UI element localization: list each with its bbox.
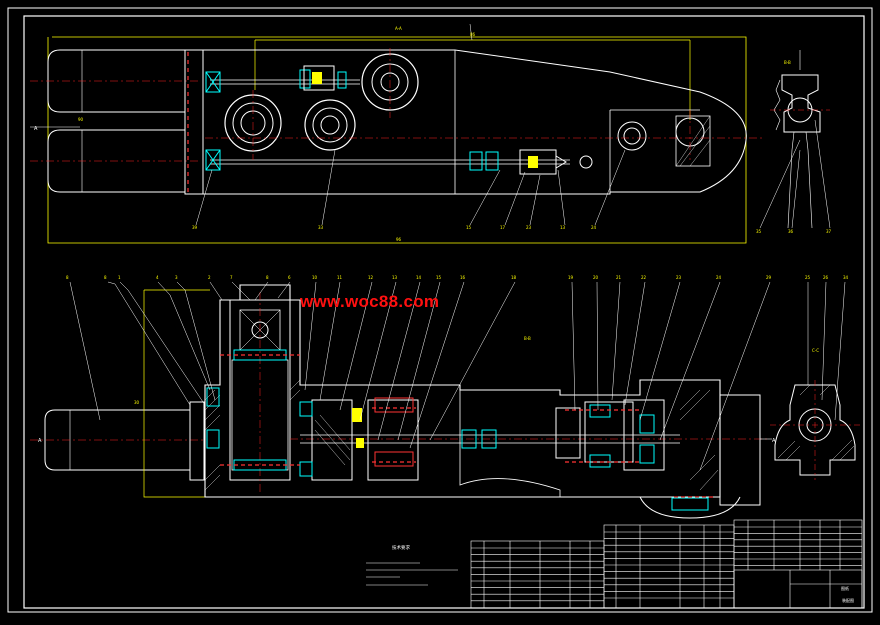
svg-text:25: 25 [805, 275, 811, 280]
top-view: A [30, 23, 765, 244]
svg-text:39: 39 [192, 225, 198, 230]
svg-text:36: 36 [788, 229, 794, 234]
svg-text:33: 33 [318, 225, 324, 230]
svg-text:24: 24 [716, 275, 722, 280]
svg-text:8: 8 [66, 275, 69, 280]
svg-text:18: 18 [511, 275, 517, 280]
outer-border [7, 7, 873, 613]
svg-text:15: 15 [436, 275, 442, 280]
svg-text:B-B: B-B [524, 336, 531, 341]
svg-text:21: 21 [616, 275, 622, 280]
svg-text:装配图: 装配图 [842, 597, 854, 603]
svg-text:11: 11 [337, 275, 343, 280]
svg-text:34: 34 [843, 275, 849, 280]
svg-text:6: 6 [288, 275, 291, 280]
svg-text:12: 12 [368, 275, 374, 280]
svg-text:24: 24 [591, 225, 597, 230]
side-section-bottom: 25 26 34C-C [770, 275, 860, 480]
svg-text:B-B: B-B [784, 60, 791, 65]
svg-text:90: 90 [78, 117, 84, 122]
svg-text:A-A: A-A [395, 26, 402, 31]
svg-text:10: 10 [312, 275, 318, 280]
inner-border [23, 15, 865, 609]
technical-notes: 技术要求 [366, 544, 458, 586]
title-block [470, 519, 863, 609]
svg-text:30: 30 [134, 400, 140, 405]
svg-text:23: 23 [676, 275, 682, 280]
svg-text:20: 20 [593, 275, 599, 280]
svg-text:22: 22 [641, 275, 647, 280]
svg-text:26: 26 [823, 275, 829, 280]
svg-text:35: 35 [756, 229, 762, 234]
svg-text:8: 8 [104, 275, 107, 280]
svg-text:4: 4 [156, 275, 159, 280]
side-section-top: B-B 35 36 37 [756, 50, 832, 234]
svg-text:13: 13 [560, 225, 566, 230]
svg-text:86: 86 [470, 32, 476, 37]
svg-text:15: 15 [466, 225, 472, 230]
svg-text:图纸: 图纸 [841, 585, 849, 591]
svg-text:13: 13 [392, 275, 398, 280]
svg-text:C-C: C-C [812, 348, 819, 353]
svg-text:14: 14 [416, 275, 422, 280]
svg-text:A: A [34, 126, 38, 132]
top-view-boundary [47, 36, 747, 244]
svg-text:19: 19 [568, 275, 574, 280]
svg-text:96: 96 [396, 237, 402, 242]
svg-text:8: 8 [266, 275, 269, 280]
svg-text:3: 3 [175, 275, 178, 280]
svg-text:A: A [38, 438, 42, 444]
svg-text:7: 7 [230, 275, 233, 280]
watermark-text: www.woc88.com [300, 292, 440, 311]
svg-text:2: 2 [208, 275, 211, 280]
svg-text:29: 29 [766, 275, 772, 280]
svg-text:17: 17 [500, 225, 506, 230]
svg-text:37: 37 [826, 229, 832, 234]
svg-text:A: A [772, 438, 776, 444]
svg-text:1: 1 [118, 275, 121, 280]
svg-text:16: 16 [460, 275, 466, 280]
svg-text:技术要求: 技术要求 [392, 544, 410, 551]
svg-text:23: 23 [526, 225, 532, 230]
